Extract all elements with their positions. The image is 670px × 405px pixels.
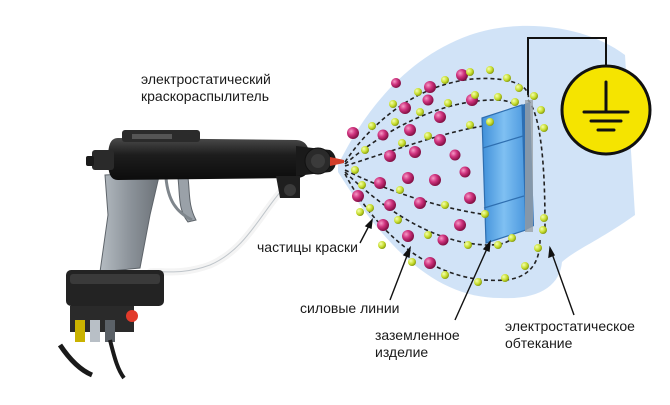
ground-badge <box>560 64 652 156</box>
grounded-workpiece <box>481 100 534 244</box>
gun-barrel <box>108 138 310 180</box>
paint-hose <box>146 186 286 276</box>
label-paint-particles: частицы краски <box>257 239 358 255</box>
gun-grip <box>99 171 161 273</box>
gun-trigger <box>177 177 197 223</box>
spray-gun <box>86 130 344 273</box>
label-wrap-line1: электростатическое <box>505 318 635 334</box>
label-grounded-part: заземленное изделие <box>375 327 460 361</box>
label-wrap: электростатическое обтекание <box>505 318 635 352</box>
label-sprayer-line1: электростатический <box>141 71 271 87</box>
label-grounded-line2: изделие <box>375 344 429 360</box>
ground-symbol-icon <box>582 80 630 132</box>
label-wrap-line2: обтекание <box>505 335 573 351</box>
label-grounded-line1: заземленное <box>375 327 460 343</box>
label-field-lines: силовые линии <box>300 300 400 316</box>
gun-connector-base <box>57 270 164 380</box>
ground-wire <box>527 37 607 95</box>
paint-particles <box>347 69 478 269</box>
label-sprayer: электростатический краскораспылитель <box>141 71 271 105</box>
leader-lines <box>359 218 575 321</box>
label-sprayer-line2: краскораспылитель <box>141 88 270 104</box>
charged-particles <box>351 66 548 286</box>
